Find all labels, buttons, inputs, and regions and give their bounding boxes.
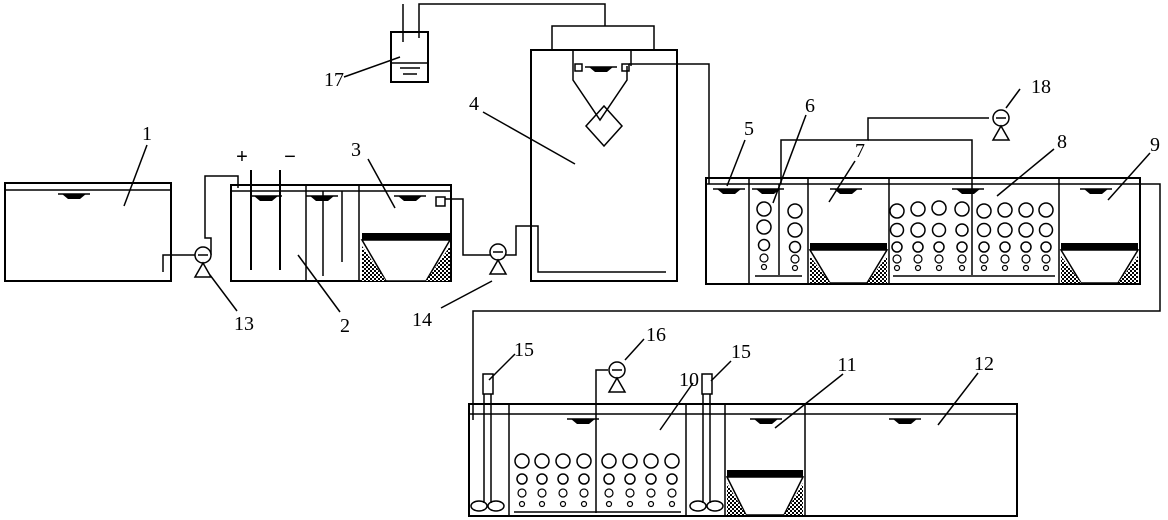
electrode-plus-sign: +	[236, 146, 248, 168]
label-13: 13	[234, 313, 254, 335]
label-6: 6	[805, 95, 815, 117]
label-1: 1	[142, 123, 152, 145]
reactor-4	[530, 25, 710, 282]
aeration-bubbles-8	[889, 200, 1054, 272]
dosing-tank-17	[390, 3, 606, 83]
label-3: 3	[351, 139, 361, 161]
pipe-tank1-to-tank2	[162, 175, 239, 272]
label-16: 16	[646, 324, 666, 346]
bottom-treatment-train	[468, 403, 1018, 517]
label-5: 5	[744, 118, 754, 140]
label-9: 9	[1150, 134, 1160, 156]
aeration-bubbles-6	[756, 201, 803, 272]
treatment-train	[472, 177, 1161, 420]
label-4: 4	[469, 93, 479, 115]
label-10: 10	[679, 369, 699, 391]
hopper-7	[808, 243, 889, 284]
label-15-left: 15	[514, 339, 534, 361]
mixer-15-left	[470, 373, 505, 512]
pump-13	[194, 246, 212, 278]
raw-water-tank	[4, 182, 172, 282]
label-8: 8	[1057, 131, 1067, 153]
aeration-bubbles-10	[514, 453, 680, 508]
air-line-18	[780, 117, 989, 184]
pump-16	[608, 361, 626, 393]
label-12: 12	[974, 353, 994, 375]
air-line-16	[595, 369, 608, 414]
pump-14	[489, 243, 507, 275]
pump-18	[992, 109, 1010, 141]
hopper-11	[725, 470, 805, 516]
mixer-15-right	[689, 373, 724, 512]
label-7: 7	[855, 140, 865, 162]
label-18: 18	[1031, 76, 1051, 98]
label-2: 2	[340, 315, 350, 337]
label-17: 17	[324, 69, 344, 91]
sedimentation-hopper-3	[360, 196, 452, 282]
label-11: 11	[837, 354, 856, 376]
electrode-minus-sign: −	[284, 146, 296, 168]
hopper-9	[1059, 243, 1140, 284]
label-15-right: 15	[731, 341, 751, 363]
pipe-tank3-to-reactor4	[445, 198, 666, 273]
label-14: 14	[412, 309, 432, 331]
leader-lines	[123, 56, 1151, 431]
